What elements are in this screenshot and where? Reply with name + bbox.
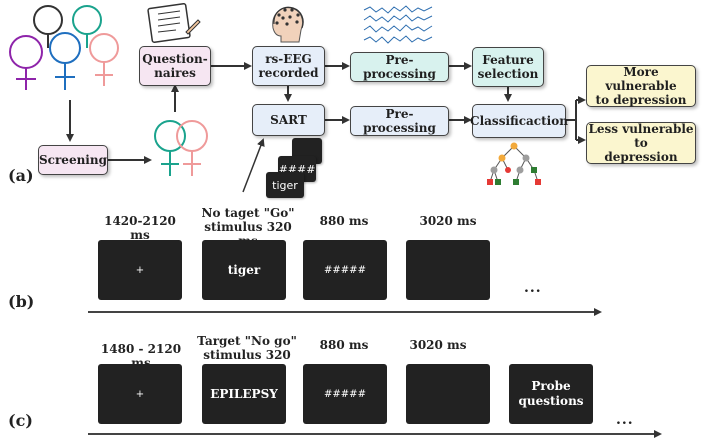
classification-label: Classificaction	[470, 114, 568, 128]
panel-a-label: (a)	[8, 166, 34, 185]
questionnaire-icon	[147, 3, 201, 43]
timing-b-4: 3020 ms	[419, 214, 477, 228]
screen-b-go-stimulus: tiger	[202, 240, 286, 300]
panel-c-label: (c)	[8, 411, 33, 430]
decision-tree-icon	[487, 142, 541, 185]
more-vulnerable-box: More vulnerable to depression	[586, 65, 696, 107]
less-vulnerable-label: Less vulnerable to depression	[588, 122, 694, 164]
preprocessing-top-label: Pre-processing	[363, 53, 436, 81]
ellipsis-c: ...	[616, 412, 634, 428]
stimulus-card-tiger: tiger	[266, 172, 304, 198]
less-vulnerable-box: Less vulnerable to depression	[586, 122, 696, 164]
sart-label: SART	[270, 113, 307, 127]
screen-b-blank	[406, 240, 490, 300]
preprocessing-top-box: Pre-processing	[350, 52, 449, 82]
screening-label: Screening	[39, 153, 107, 167]
timing-b-1: 1420-2120 ms	[104, 214, 176, 242]
arrow-cards-to-sart	[242, 138, 265, 193]
more-vulnerable-label: More vulnerable to depression	[595, 65, 687, 107]
classification-box: Classificaction	[470, 104, 568, 138]
screen-c-nogo-stimulus-text: EPILEPSY	[210, 386, 278, 401]
panel-b-label: (b)	[8, 292, 35, 311]
screen-c-nogo-stimulus: EPILEPSY	[202, 364, 286, 424]
screen-b-mask: #####	[303, 240, 387, 300]
preprocessing-bottom-box: Pre-processing	[350, 106, 449, 136]
feature-selection-box: Feature selection	[472, 47, 544, 87]
sart-box: SART	[252, 104, 325, 136]
feature-selection-label: Feature selection	[477, 53, 539, 81]
screening-box: Screening	[38, 145, 108, 175]
screen-b-mask-text: #####	[324, 264, 366, 276]
questionnaires-box: Question- naires	[139, 46, 211, 86]
timing-c-4: 3020 ms	[409, 338, 467, 352]
female-symbols-icon	[9, 5, 119, 90]
screen-c-probe: Probe questions	[509, 364, 593, 424]
screen-b-fixation: +	[98, 240, 182, 300]
screen-c-mask-text: #####	[324, 388, 366, 400]
stimulus-card-tiger-text: tiger	[272, 178, 298, 192]
screen-b-fixation-text: +	[135, 264, 145, 276]
questionnaires-label: Question- naires	[142, 52, 208, 80]
eeg-cap-head-icon	[272, 6, 304, 43]
selected-female-symbols-icon	[154, 120, 208, 176]
timing-c-3: 880 ms	[319, 338, 369, 352]
timing-b-3: 880 ms	[319, 214, 369, 228]
rs-eeg-label: rs-EEG recorded	[258, 52, 319, 80]
preprocessing-bottom-label: Pre-processing	[363, 107, 436, 135]
screen-c-fixation: +	[98, 364, 182, 424]
screen-c-blank	[406, 364, 490, 424]
screen-c-probe-text: Probe questions	[518, 379, 584, 408]
screen-c-mask: #####	[303, 364, 387, 424]
screen-b-go-stimulus-text: tiger	[227, 262, 261, 277]
timing-b-2: No taget "Go" stimulus 320 ms	[201, 206, 295, 248]
rs-eeg-box: rs-EEG recorded	[252, 46, 325, 86]
classification-bracket	[566, 100, 577, 140]
screen-c-fixation-text: +	[135, 388, 145, 400]
eeg-signal-icon	[363, 5, 433, 44]
ellipsis-b: ...	[524, 280, 542, 296]
